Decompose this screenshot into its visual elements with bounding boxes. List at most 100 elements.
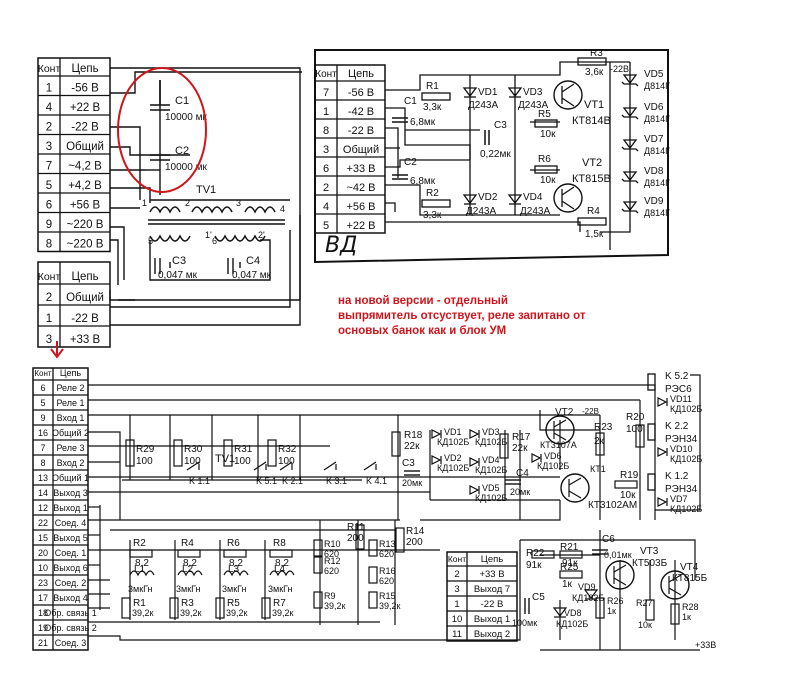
t1-row-cep: -22 В — [71, 122, 99, 134]
t2-border — [314, 64, 386, 234]
t4-row-kont: 17 — [38, 593, 48, 603]
b-r20-ref: R20 — [626, 412, 645, 423]
vd-capacitor-c2 — [392, 174, 408, 180]
t4-row-cep: Общий 2 — [52, 428, 89, 438]
filter-resistor-value: 8,2 — [229, 558, 243, 569]
relay-contact — [279, 461, 293, 471]
transformer-tv1 — [148, 206, 285, 268]
detector-diode-value: КД102Б — [475, 493, 507, 503]
t2-row-kont: 1 — [323, 106, 329, 118]
b-r11-ref: R11 — [347, 522, 365, 533]
b-capacitor-c3 — [404, 470, 420, 476]
b-vt2-ref: VT2 — [555, 407, 574, 418]
b-c6-ref: C6 — [602, 534, 615, 545]
detector-diode-value: КД102Б — [437, 437, 469, 447]
vd-r5-value: 10к — [540, 129, 556, 140]
c1-value: 10000 мк — [165, 112, 207, 123]
filter-inductor-value: 3мкГн — [176, 584, 200, 594]
b-r23-value: 2к — [594, 436, 605, 447]
t4-row-kont: 9 — [40, 413, 45, 423]
relay-contact — [323, 461, 337, 471]
t4-row-kont: 14 — [38, 488, 48, 498]
b-c3-value: 20мк — [402, 478, 422, 488]
vd-r5 — [534, 119, 558, 128]
annotation-note: на новой версии - отдельный выпрямитель … — [338, 295, 586, 337]
t1-row-kont: 4 — [46, 102, 53, 114]
flyback-diode — [657, 447, 668, 457]
b-r11-value: 200 — [347, 533, 364, 544]
zener-ref: VD6 — [644, 102, 664, 113]
relay-value: РЭН34 — [665, 484, 698, 495]
t1-row-cep: +22 В — [70, 102, 101, 114]
b-r22-ref: R22 — [526, 548, 545, 559]
t4-row-kont: 21 — [38, 638, 48, 648]
output-resistor — [125, 439, 135, 467]
divider-resistor-value: 39,2к — [324, 601, 346, 611]
b-r28-value: 1к — [682, 612, 691, 622]
filter-inductor-value: 3мкГн — [268, 584, 292, 594]
filter-resistor-value: 8,2 — [135, 558, 149, 569]
t4-row-cep: Соед. 3 — [55, 638, 87, 648]
zener-value: Д814Г — [644, 208, 670, 218]
divider-resistor — [368, 539, 378, 557]
vd-r2 — [421, 199, 451, 208]
vd-vd3-value: Д243А — [518, 100, 548, 111]
vd-r4 — [577, 217, 607, 226]
flyback-diode-ref: VD10 — [670, 444, 693, 454]
relay-coil — [647, 373, 656, 391]
b-r27 — [645, 599, 655, 621]
t5-row-kont: 10 — [452, 614, 463, 625]
relay-ref: K 2.2 — [665, 421, 689, 432]
flyback-diode-ref: VD11 — [670, 394, 692, 404]
t4-row-kont: 13 — [38, 473, 48, 483]
vd-r1-value: 3,3к — [423, 102, 442, 113]
zener-diode — [622, 171, 638, 182]
vd-board-label: ВД — [325, 233, 357, 258]
divider-resistor-ref: R9 — [324, 591, 336, 601]
detector-diode-value: КД102Б — [537, 461, 569, 471]
detector-diode-ref: VD6 — [544, 451, 562, 461]
b-vd8-value: КД102Б — [556, 619, 588, 629]
vd-c3-value: 0,22мк — [480, 149, 511, 160]
vd-r4-ref: R4 — [587, 206, 600, 217]
t1-row-kont: 3 — [46, 141, 52, 153]
vd-r3 — [577, 57, 607, 66]
b-vt4-value: КТ815Б — [672, 573, 708, 584]
output-resistor-value: 100 — [234, 456, 251, 467]
t5-header-kont: Конт — [448, 554, 466, 564]
t4-header-cep: Цепь — [60, 368, 82, 378]
c2-ref: C2 — [175, 145, 189, 157]
t2-row-cep: -56 В — [348, 87, 374, 99]
t4-row-cep: Выход 4 — [53, 593, 87, 603]
vd-vd4-ref: VD4 — [523, 192, 543, 203]
vd-r6-value: 10к — [540, 175, 556, 186]
b-vd9-ref: VD9 — [578, 582, 596, 592]
detector-diode-value: КД102Б — [437, 463, 469, 473]
divider-resistor — [368, 566, 378, 584]
t4-row-kont: 5 — [40, 398, 45, 408]
b-r25-ref: R25 — [560, 562, 579, 573]
b-r17-value: 22к — [512, 443, 528, 454]
t4-row-cep: Общий 1 — [52, 473, 89, 483]
filter-shunt-resistor — [261, 597, 271, 619]
b-transistor-vt3 — [605, 560, 635, 590]
vd-r1-ref: R1 — [426, 81, 439, 92]
vd-diode-vd2 — [462, 194, 478, 205]
b-r26-value: 1к — [607, 606, 616, 616]
output-resistor — [223, 439, 233, 467]
filter-shunt-resistor — [215, 597, 225, 619]
t5-row-kont: 3 — [454, 584, 459, 595]
output-resistor-ref: R31 — [234, 444, 253, 455]
transformer-pin-number: 3 — [236, 198, 241, 208]
relay-contact-label: K 4.1 — [366, 476, 387, 486]
vd-vd2-ref: VD2 — [478, 192, 498, 203]
output-resistor-ref: R30 — [184, 444, 203, 455]
t4-row-kont: 12 — [38, 503, 48, 513]
t3-row-cep: -22 В — [71, 313, 99, 325]
filter-inductor — [129, 570, 155, 577]
b-diode-vd9 — [583, 589, 599, 600]
t1-row-cep: ~220 В — [67, 219, 104, 231]
